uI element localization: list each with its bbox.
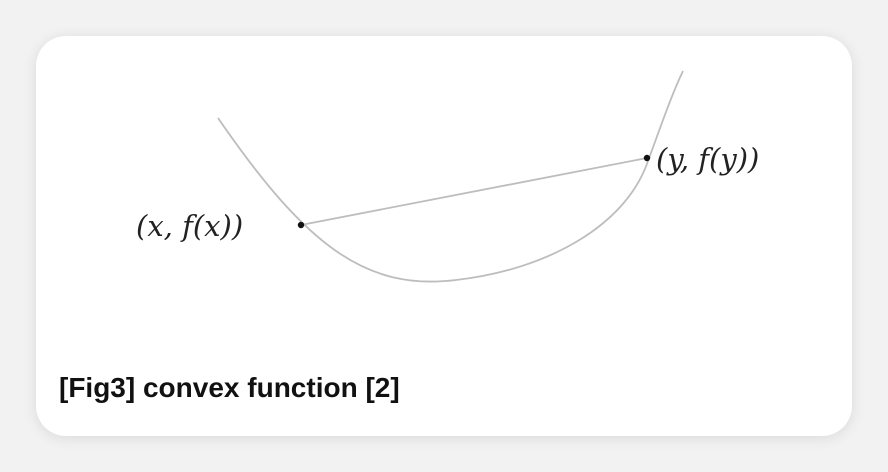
secant-line <box>300 157 648 226</box>
point-b-dot <box>643 154 651 162</box>
point-a-dot <box>297 221 305 229</box>
point-b-label: (y, f(y)) <box>656 142 759 176</box>
figure-card: (x, f(x)) (y, f(y)) [Fig3] convex functi… <box>36 36 852 436</box>
figure-caption: [Fig3] convex function [2] <box>59 372 400 403</box>
point-a-label: (x, f(x)) <box>136 209 243 243</box>
convex-function-diagram: (x, f(x)) (y, f(y)) <box>136 70 759 283</box>
convex-curve <box>217 70 684 283</box>
